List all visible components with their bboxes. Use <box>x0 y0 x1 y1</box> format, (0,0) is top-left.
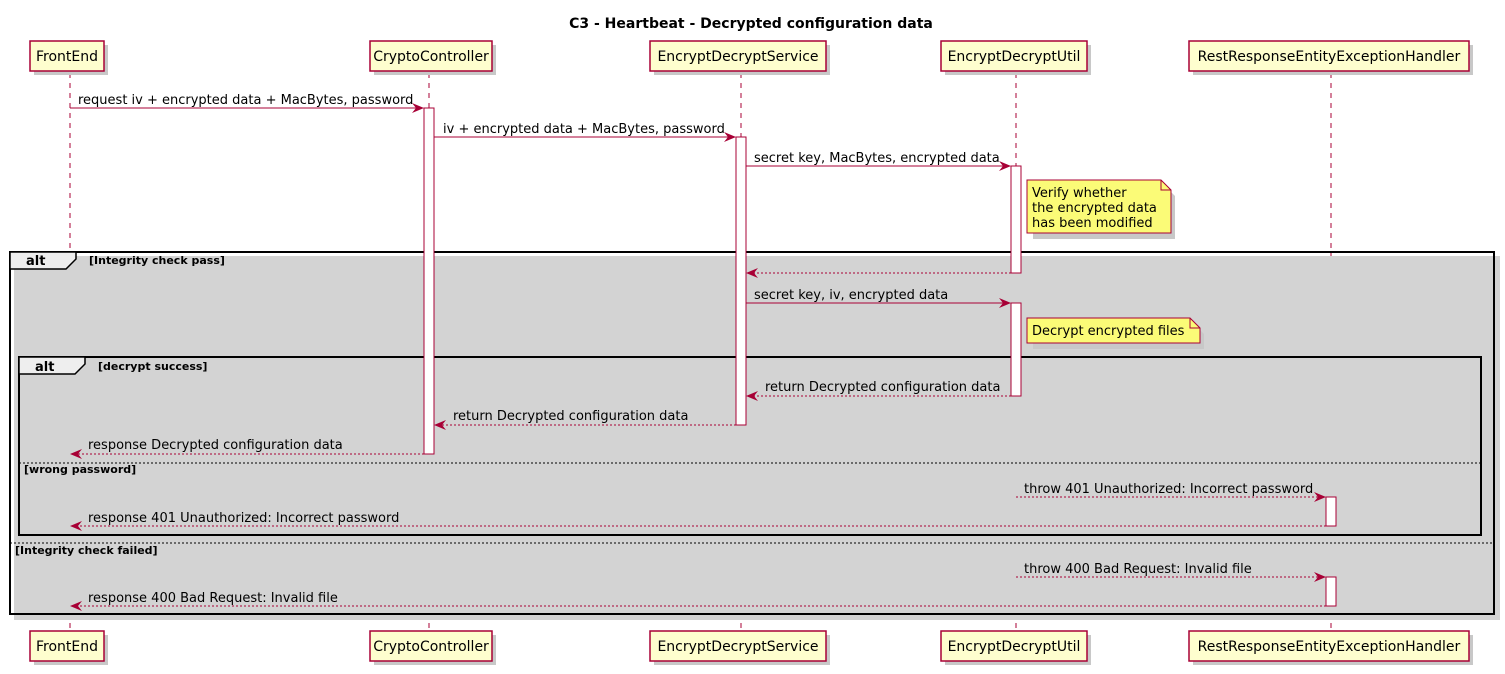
inner-alt-else-guard: [wrong password] <box>24 463 136 476</box>
participant-label: CryptoController <box>373 49 489 65</box>
participant-exception-handler-bottom: RestResponseEntityExceptionHandler <box>1188 630 1473 665</box>
participant-encrypt-decrypt-service-bottom: EncryptDecryptService <box>649 630 830 665</box>
fragments: alt [Integrity check pass] [Integrity ch… <box>9 251 1500 620</box>
participant-crypto-controller-bottom: CryptoController <box>369 630 496 665</box>
message-label-1: request iv + encrypted data + MacBytes, … <box>78 93 413 108</box>
note-decrypt-line-1: Decrypt encrypted files <box>1032 324 1185 339</box>
message-label-11: throw 400 Bad Request: Invalid file <box>1024 562 1252 577</box>
note-decrypt: Decrypt encrypted files <box>1026 317 1204 349</box>
message-label-2: iv + encrypted data + MacBytes, password <box>443 122 725 137</box>
outer-alt-tab <box>9 251 77 270</box>
activation-util-decrypt <box>1010 302 1022 397</box>
message-label-9: throw 401 Unauthorized: Incorrect passwo… <box>1024 482 1313 497</box>
participant-label: EncryptDecryptUtil <box>948 49 1081 65</box>
messages: request iv + encrypted data + MacBytes, … <box>70 93 1326 611</box>
participant-label: RestResponseEntityExceptionHandler <box>1198 639 1461 655</box>
notes: Verify whether the encrypted data has be… <box>1026 179 1204 349</box>
outer-alt-guard: [Integrity check pass] <box>89 254 225 267</box>
activation-util-verify <box>1010 165 1022 274</box>
participants-top: FrontEnd CryptoController EncryptDecrypt… <box>29 40 1473 75</box>
outer-alt-else-guard: [Integrity check failed] <box>15 544 158 557</box>
message-label-10: response 401 Unauthorized: Incorrect pas… <box>88 511 399 526</box>
participant-frontend-top: FrontEnd <box>29 40 108 75</box>
activation-encrypt-decrypt-service <box>735 136 747 426</box>
participant-label: FrontEnd <box>36 49 98 65</box>
outer-alt-frame <box>9 251 1495 615</box>
participants-bottom: FrontEnd CryptoController EncryptDecrypt… <box>29 630 1473 665</box>
note-verify: Verify whether the encrypted data has be… <box>1026 179 1175 239</box>
participant-crypto-controller-top: CryptoController <box>369 40 496 75</box>
activation-crypto-controller <box>423 107 435 455</box>
message-label-8: response Decrypted configuration data <box>88 438 343 453</box>
participant-encrypt-decrypt-service-top: EncryptDecryptService <box>649 40 830 75</box>
activation-handler-401 <box>1325 496 1337 527</box>
participant-label: EncryptDecryptService <box>657 49 818 65</box>
message-label-3: secret key, MacBytes, encrypted data <box>754 151 1000 166</box>
message-label-6: return Decrypted configuration data <box>765 380 1000 395</box>
participant-frontend-bottom: FrontEnd <box>29 630 108 665</box>
activation-handler-400 <box>1325 576 1337 607</box>
inner-alt-keyword: alt <box>35 360 54 375</box>
participant-encrypt-decrypt-util-bottom: EncryptDecryptUtil <box>940 630 1091 665</box>
inner-alt-frame <box>18 356 1482 536</box>
participant-label: CryptoController <box>373 639 489 655</box>
participant-exception-handler-top: RestResponseEntityExceptionHandler <box>1188 40 1473 75</box>
message-label-7: return Decrypted configuration data <box>453 409 688 424</box>
participant-label: FrontEnd <box>36 639 98 655</box>
note-verify-line-1: Verify whether <box>1032 186 1127 201</box>
message-label-5: secret key, iv, encrypted data <box>754 288 948 303</box>
diagram-title: C3 - Heartbeat - Decrypted configuration… <box>569 16 933 32</box>
participant-label: EncryptDecryptService <box>657 639 818 655</box>
message-label-12: response 400 Bad Request: Invalid file <box>88 591 338 606</box>
note-verify-line-3: has been modified <box>1032 216 1153 231</box>
outer-alt-keyword: alt <box>26 254 45 269</box>
note-verify-line-2: the encrypted data <box>1032 201 1157 216</box>
participant-label: EncryptDecryptUtil <box>948 639 1081 655</box>
inner-alt-tab <box>18 356 86 375</box>
participant-label: RestResponseEntityExceptionHandler <box>1198 49 1461 65</box>
activations <box>423 107 1337 607</box>
participant-encrypt-decrypt-util-top: EncryptDecryptUtil <box>940 40 1091 75</box>
inner-alt-guard: [decrypt success] <box>98 360 207 373</box>
